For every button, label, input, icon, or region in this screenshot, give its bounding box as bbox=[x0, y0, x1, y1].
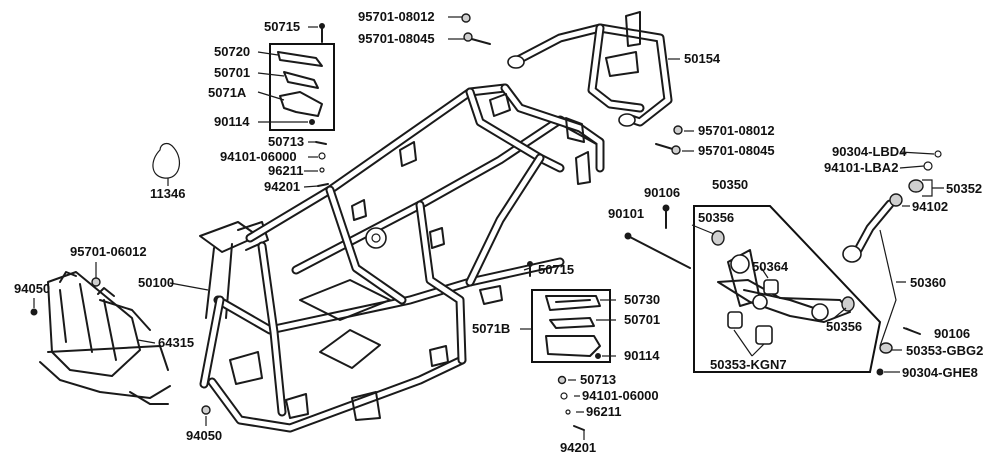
label-50356-top: 50356 bbox=[698, 210, 734, 225]
label-50353-GBG2: 50353-GBG2 bbox=[906, 343, 983, 358]
label-50360: 50360 bbox=[910, 275, 946, 290]
label-90101: 90101 bbox=[608, 206, 644, 221]
label-94101-06000-bot: 94101-06000 bbox=[582, 388, 659, 403]
footrest-b bbox=[545, 295, 601, 359]
label-64315: 64315 bbox=[158, 335, 194, 350]
footrest-a bbox=[277, 51, 323, 125]
label-90304-LBD4: 90304-LBD4 bbox=[832, 144, 907, 159]
label-90106-bot: 90106 bbox=[934, 326, 970, 341]
part-labels: 50715 95701-08012 95701-08045 50720 5070… bbox=[14, 9, 983, 455]
small-hardware bbox=[30, 13, 683, 431]
label-5071B: 5071B bbox=[472, 321, 510, 336]
label-90106-top: 90106 bbox=[644, 185, 680, 200]
label-50720: 50720 bbox=[214, 44, 250, 59]
center-stand bbox=[711, 230, 855, 345]
label-50701-top: 50701 bbox=[214, 65, 250, 80]
label-94101-06000-top: 94101-06000 bbox=[220, 149, 297, 164]
label-95701-08012-top: 95701-08012 bbox=[358, 9, 435, 24]
label-90114-mid: 90114 bbox=[624, 348, 660, 363]
label-95701-08012-mid: 95701-08012 bbox=[698, 123, 775, 138]
label-90114-top: 90114 bbox=[214, 114, 250, 129]
stand-group-box bbox=[693, 205, 882, 373]
stand-arm bbox=[842, 150, 942, 376]
label-94050-left: 94050 bbox=[14, 281, 50, 296]
label-50730: 50730 bbox=[624, 292, 660, 307]
rear-carrier bbox=[507, 11, 673, 127]
label-50350: 50350 bbox=[712, 177, 748, 192]
label-94101-LBA2: 94101-LBA2 bbox=[824, 160, 898, 175]
label-50713-bot: 50713 bbox=[580, 372, 616, 387]
label-50715-mid: 50715 bbox=[538, 262, 574, 277]
label-50356-bot: 50356 bbox=[826, 319, 862, 334]
label-95701-06012: 95701-06012 bbox=[70, 244, 147, 259]
footrest-b-group-box bbox=[531, 289, 611, 363]
label-50100: 50100 bbox=[138, 275, 174, 290]
label-50701-mid: 50701 bbox=[624, 312, 660, 327]
label-95701-08045-top: 95701-08045 bbox=[358, 31, 435, 46]
footrest-a-group-box bbox=[269, 43, 335, 131]
label-94201-bot: 94201 bbox=[560, 440, 596, 455]
label-96211-top: 96211 bbox=[268, 163, 303, 178]
main-frame bbox=[199, 83, 605, 433]
label-50713-top: 50713 bbox=[268, 134, 304, 149]
stand-bolts bbox=[624, 204, 691, 269]
label-96211-bot: 96211 bbox=[586, 404, 621, 419]
label-5071A: 5071A bbox=[208, 85, 247, 100]
label-50352: 50352 bbox=[946, 181, 982, 196]
front-bracket bbox=[39, 271, 171, 405]
label-50353-KGN7: 50353-KGN7 bbox=[710, 357, 787, 372]
label-50715-top: 50715 bbox=[264, 19, 300, 34]
label-95701-08045-mid: 95701-08045 bbox=[698, 143, 775, 158]
label-94201-top: 94201 bbox=[264, 179, 300, 194]
label-50154: 50154 bbox=[684, 51, 721, 66]
label-90304-GHE8: 90304-GHE8 bbox=[902, 365, 978, 380]
label-94050-bot: 94050 bbox=[186, 428, 222, 443]
leader-lines bbox=[33, 16, 944, 440]
label-11346: 11346 bbox=[150, 186, 185, 201]
label-94102: 94102 bbox=[912, 199, 948, 214]
label-50364: 50364 bbox=[752, 259, 789, 274]
